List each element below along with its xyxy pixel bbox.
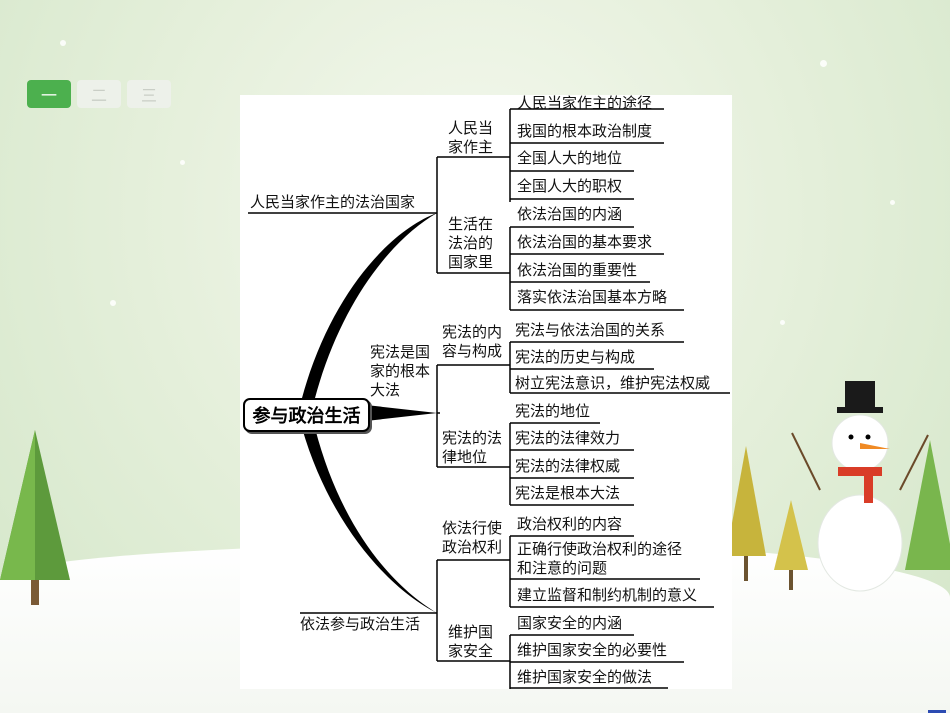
- leaf-node: 依法治国的基本要求: [517, 233, 653, 251]
- snowman-icon: [791, 381, 929, 592]
- tab-3[interactable]: 三: [127, 80, 171, 108]
- mindmap-connectors: [248, 108, 730, 689]
- leaf-node: 全国人大的地位: [517, 149, 623, 167]
- slide-indicator: [928, 710, 946, 713]
- sub-branch-label: 宪法的内 容与构成: [442, 323, 503, 360]
- leaf-node: 我国的根本政治制度: [517, 122, 653, 140]
- leaf-node: 维护国家安全的必要性: [517, 641, 668, 659]
- leaf-node: 全国人大的职权: [517, 177, 623, 195]
- leaf-node: 国家安全的内涵: [517, 614, 623, 632]
- sub-branch-label: 依法行使 政治权利: [442, 519, 503, 556]
- snow-dot: [820, 60, 827, 67]
- sub-branch-label: 维护国 家安全: [448, 623, 494, 660]
- snow-dot: [60, 40, 66, 46]
- snow-dot: [890, 200, 895, 205]
- leaf-node: 宪法的法律权威: [515, 457, 621, 475]
- pine-tree-right-icon: [905, 440, 950, 570]
- section-tabs: 一 二 三: [27, 80, 171, 108]
- small-tree-icon: [726, 446, 766, 581]
- leaf-node: 宪法的历史与构成: [515, 348, 636, 366]
- leaf-node: 宪法与依法治国的关系: [515, 321, 666, 339]
- branch-label: 依法参与政治生活: [300, 615, 421, 633]
- small-tree-icon: [774, 500, 808, 590]
- leaf-node: 正确行使政治权利的途径 和注意的问题: [517, 540, 683, 577]
- branch-label: 宪法是国 家的根本 大法: [370, 343, 431, 399]
- sub-branch-label: 宪法的法 律地位: [442, 429, 503, 466]
- snow-dot: [780, 320, 785, 325]
- tab-2[interactable]: 二: [77, 80, 121, 108]
- branch-label: 人民当家作主的法治国家: [250, 193, 416, 211]
- snow-dot: [180, 160, 185, 165]
- leaf-node: 树立宪法意识，维护宪法权威: [515, 374, 711, 392]
- leaf-node: 建立监督和制约机制的意义: [517, 586, 698, 604]
- sub-branch-label: 人民当 家作主: [448, 119, 494, 156]
- leaf-node: 政治权利的内容: [517, 515, 623, 533]
- leaf-node: 维护国家安全的做法: [517, 668, 653, 686]
- mindmap-panel: 参与政治生活 人民当家作主的法治国家 宪法是国 家的根本 大法 依法参与政治生活…: [240, 94, 732, 689]
- leaf-node: 宪法是根本大法: [515, 484, 621, 502]
- tab-1[interactable]: 一: [27, 80, 71, 108]
- snow-dot: [110, 300, 116, 306]
- leaf-node: 宪法的地位: [515, 402, 591, 420]
- mindmap-center-node: 参与政治生活: [243, 398, 370, 432]
- leaf-node: 依法治国的内涵: [517, 205, 623, 223]
- leaf-node: 人民当家作主的途径: [517, 94, 653, 112]
- leaf-node: 宪法的法律效力: [515, 429, 621, 447]
- pine-tree-left-icon: [0, 430, 70, 605]
- sub-branch-label: 生活在 法治的 国家里: [448, 215, 494, 271]
- leaf-node: 依法治国的重要性: [517, 261, 638, 279]
- leaf-node: 落实依法治国基本方略: [517, 288, 668, 306]
